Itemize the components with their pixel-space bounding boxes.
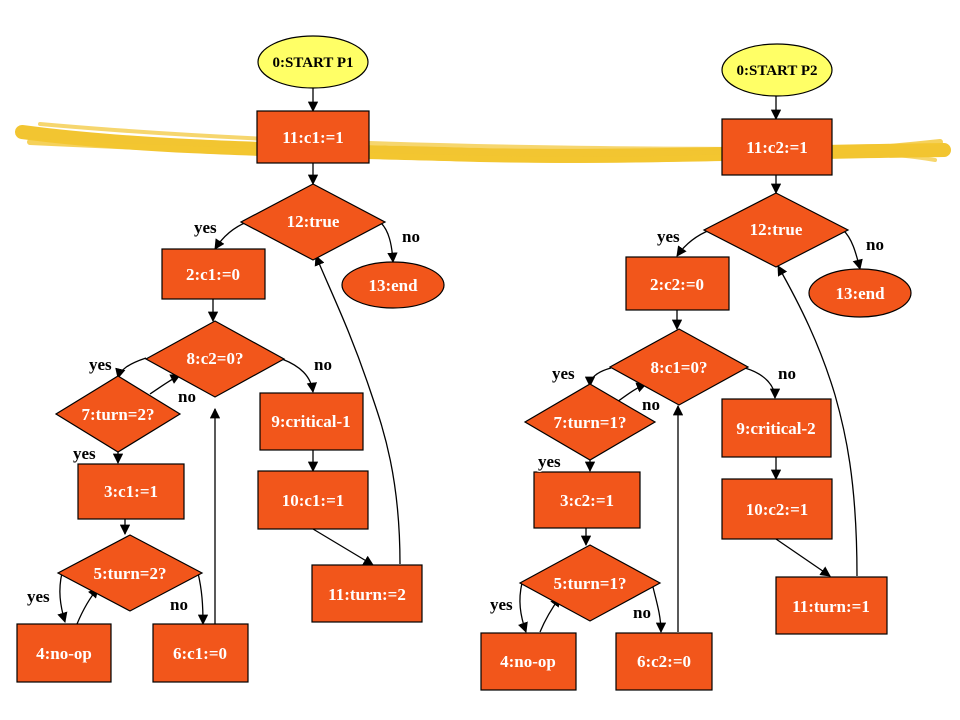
label-no-8: no [778,364,796,383]
node-11-turn: 11:turn:=2 [311,564,423,623]
node-6: 6:c2:=0 [615,632,713,691]
edge-8-to-7 [115,357,147,380]
node-6: 6:c1:=0 [152,623,249,683]
label-yes-12: yes [194,218,217,237]
node-3-label: 3:c1:=1 [104,482,158,501]
node-2-label: 2:c2:=0 [650,275,704,294]
node-start-p1: 0:START P1 [257,35,369,89]
node-7-diamond: 7:turn=1? [523,383,657,461]
edge-11turn-to-12 [314,255,401,565]
node-4: 4:no-op [480,632,577,691]
edge-4-to-5 [76,587,99,625]
node-4: 4:no-op [16,623,112,683]
node-6-label: 6:c2:=0 [637,652,691,671]
node-7-label: 7:turn=1? [554,413,627,432]
node-11-turn: 11:turn:=1 [775,576,888,635]
node-start-label: 0:START P2 [736,63,817,79]
node-9-label: 9:critical-2 [736,419,815,438]
node-start-label: 0:START P1 [272,55,353,71]
edge-5-to-4 [517,582,528,633]
node-8-label: 8:c2=0? [187,349,244,368]
node-5-label: 5:turn=2? [94,564,167,583]
edge-11turn-to-12 [777,265,858,577]
node-11-turn-label: 11:turn:=1 [792,597,870,616]
edge-8-to-9 [744,367,781,400]
node-10-label: 10:c2:=1 [746,500,809,519]
edge-12-to-13 [842,229,863,271]
edge-5-to-6 [651,582,667,634]
node-3-label: 3:c2:=1 [560,491,614,510]
node-5-diamond: 5:turn=2? [56,534,204,612]
node-12-diamond: 12:true [239,183,387,261]
node-13-label: 13:end [835,284,885,303]
label-yes-5: yes [490,595,513,614]
label-yes-5: yes [27,587,50,606]
label-yes-8: yes [89,355,112,374]
edge-8-to-7 [584,367,612,388]
node-10-label: 10:c1:=1 [282,491,345,510]
flowchart-p1: 0:START P1 11:c1:=1 12:true 2:c1:=0 13:e… [16,35,445,683]
edge-12-to-13 [379,221,398,264]
edge-5-to-4 [57,572,68,623]
node-11-turn-label: 11:turn:=2 [328,585,406,604]
node-5-diamond: 5:turn=1? [518,544,662,622]
node-start-p2: 0:START P2 [721,43,833,97]
node-13-end: 13:end [808,268,912,318]
label-yes-7: yes [538,452,561,471]
node-7-label: 7:turn=2? [82,405,155,424]
node-7-diamond: 7:turn=2? [54,375,182,453]
node-11: 11:c2:=1 [721,118,833,176]
label-no-8: no [314,355,332,374]
label-no-7: no [178,387,196,406]
node-6-label: 6:c1:=0 [173,644,227,663]
edge-5-to-6 [197,572,209,626]
node-4-label: 4:no-op [36,644,92,663]
node-9-label: 9:critical-1 [271,412,350,431]
node-8-label: 8:c1=0? [651,358,708,377]
node-11-label: 11:c2:=1 [746,138,808,157]
node-2: 2:c2:=0 [625,256,730,311]
node-4-label: 4:no-op [500,652,556,671]
node-11-label: 11:c1:=1 [282,128,344,147]
edge-7-to-8 [149,374,181,395]
label-no-12: no [866,235,884,254]
node-13-end: 13:end [341,261,445,309]
node-9: 9:critical-1 [259,392,364,451]
node-5-label: 5:turn=1? [554,574,627,593]
node-8-diamond: 8:c2=0? [144,320,286,398]
edge-10-to-11turn [775,538,831,577]
node-2-label: 2:c1:=0 [186,265,240,284]
node-2: 2:c1:=0 [161,248,266,300]
label-yes-8: yes [552,364,575,383]
edge-12-to-2 [676,229,711,257]
node-3: 3:c2:=1 [533,471,641,529]
node-12-diamond: 12:true [702,192,850,268]
node-3: 3:c1:=1 [77,463,185,520]
node-11: 11:c1:=1 [256,110,370,164]
node-10: 10:c2:=1 [721,478,833,540]
node-12-label: 12:true [287,212,340,231]
label-no-5: no [170,595,188,614]
label-yes-7: yes [73,444,96,463]
node-8-diamond: 8:c1=0? [608,328,750,406]
edge-8-to-9 [281,358,317,394]
label-no-7: no [642,395,660,414]
label-no-5: no [633,603,651,622]
node-12-label: 12:true [750,220,803,239]
label-yes-12: yes [657,227,680,246]
edge-12-to-2 [214,221,248,250]
label-no-12: no [402,227,420,246]
node-10: 10:c1:=1 [257,470,369,530]
node-9: 9:critical-2 [721,398,832,458]
flowchart-p2: 0:START P2 11:c2:=1 12:true 2:c2:=0 13:e… [480,43,912,691]
node-13-label: 13:end [368,276,418,295]
edge-10-to-11turn [312,528,374,566]
